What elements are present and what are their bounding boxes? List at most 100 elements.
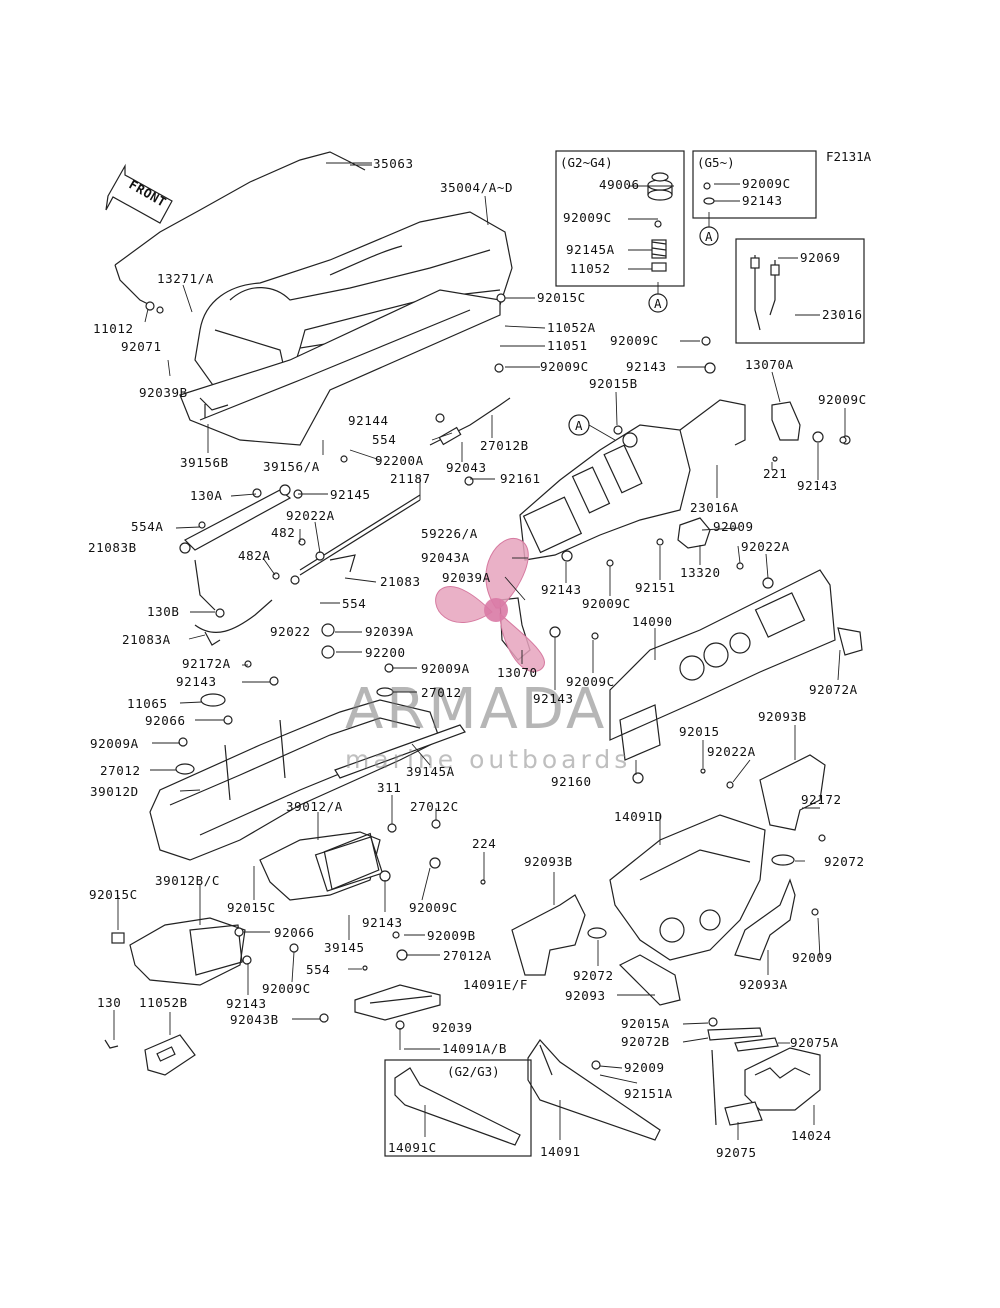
rod-21187 xyxy=(299,494,421,576)
label-14091C: 14091C xyxy=(388,1140,437,1155)
linkage-21083B xyxy=(179,484,292,611)
callout-a-main-text: A xyxy=(575,418,583,433)
label-92009C-1: 92009C xyxy=(610,333,659,348)
plate-92093B-right xyxy=(759,754,826,831)
label-92172A: 92172A xyxy=(182,656,231,671)
label-92015B: 92015B xyxy=(589,376,638,391)
switch-13320 xyxy=(677,517,711,549)
label-92009A-1: 92009A xyxy=(421,661,470,676)
battery-14024 xyxy=(744,1047,821,1111)
label-92022: 92022 xyxy=(270,624,311,639)
label-14091: 14091 xyxy=(540,1144,581,1159)
linkage-21083A xyxy=(194,599,273,646)
label-92143-box2: 92143 xyxy=(742,193,783,208)
bracket-13070A xyxy=(771,401,801,441)
label-14090: 14090 xyxy=(632,614,673,629)
label-92093B-1: 92093B xyxy=(758,709,807,724)
label-27012-2: 27012 xyxy=(100,763,141,778)
bracket-14091 xyxy=(527,1039,661,1141)
bracket-14091C xyxy=(394,1067,521,1146)
label-92039: 92039 xyxy=(432,1020,473,1035)
label-92145: 92145 xyxy=(330,487,371,502)
label-21083A: 21083A xyxy=(122,632,171,647)
label-92143-6: 92143 xyxy=(362,915,403,930)
g2g3-title: (G2/G3) xyxy=(447,1064,500,1079)
label-92143-5: 92143 xyxy=(533,691,574,706)
label-92144: 92144 xyxy=(348,413,389,428)
label-21187: 21187 xyxy=(390,471,431,486)
label-92022A-1: 92022A xyxy=(286,508,335,523)
label-39012A: 39012/A xyxy=(286,799,343,814)
label-554A: 554A xyxy=(131,519,164,534)
g2-g3-box xyxy=(384,1059,532,1157)
label-35063: 35063 xyxy=(373,156,414,171)
label-92069: 92069 xyxy=(800,250,841,265)
box-39012A xyxy=(259,831,384,901)
label-13070A: 13070A xyxy=(745,357,794,372)
label-92015C-2: 92015C xyxy=(89,887,138,902)
label-39156: 39156/A xyxy=(263,459,320,474)
label-92072-2: 92072 xyxy=(573,968,614,983)
g2-g4-box xyxy=(555,150,685,287)
label-27012A: 27012A xyxy=(443,948,492,963)
label-92075A: 92075A xyxy=(790,1035,839,1050)
label-554-c: 554 xyxy=(306,962,330,977)
armada-watermark: ARMADA marine outboards xyxy=(345,537,627,774)
label-92172: 92172 xyxy=(801,792,842,807)
label-92039B: 92039B xyxy=(139,385,188,400)
label-92009-3: 92009 xyxy=(624,1060,665,1075)
label-482A: 482A xyxy=(238,548,271,563)
label-130: 130 xyxy=(97,995,121,1010)
label-92143-1: 92143 xyxy=(176,674,217,689)
label-130B: 130B xyxy=(147,604,180,619)
label-130A: 130A xyxy=(190,488,223,503)
label-92066-2: 92066 xyxy=(274,925,315,940)
label-482: 482 xyxy=(271,525,295,540)
dash-panel-59226 xyxy=(519,399,746,561)
label-92009C-3: 92009C xyxy=(818,392,867,407)
label-92200A: 92200A xyxy=(375,453,424,468)
hinge-bar-39156B xyxy=(199,397,229,418)
label-59226: 59226/A xyxy=(421,526,478,541)
label-92143-2: 92143 xyxy=(626,359,667,374)
label-92009C-6: 92009C xyxy=(409,900,458,915)
label-23016: 23016 xyxy=(822,307,863,322)
label-92009C-box1: 92009C xyxy=(563,210,612,225)
label-92043: 92043 xyxy=(446,460,487,475)
cable-27012B xyxy=(429,397,511,446)
callout-a-g5-text: A xyxy=(705,229,713,244)
label-14091D: 14091D xyxy=(614,809,663,824)
figure-code: F2131A xyxy=(826,149,872,164)
label-13320: 13320 xyxy=(680,565,721,580)
label-92143-7: 92143 xyxy=(226,996,267,1011)
label-92022A-3: 92022A xyxy=(707,744,756,759)
cable-35063 xyxy=(114,151,372,306)
label-92009C-7: 92009C xyxy=(262,981,311,996)
label-39012BC: 39012B/C xyxy=(155,873,220,888)
label-92039A-2: 92039A xyxy=(442,570,491,585)
label-92043A: 92043A xyxy=(421,550,470,565)
label-13070: 13070 xyxy=(497,665,538,680)
console-14090 xyxy=(609,569,863,761)
label-92009C-2: 92009C xyxy=(540,359,589,374)
label-92066: 92066 xyxy=(145,713,186,728)
leader-lines xyxy=(113,162,846,1140)
label-92093B-2: 92093B xyxy=(524,854,573,869)
grommet-49006 xyxy=(647,172,673,201)
label-11065: 11065 xyxy=(127,696,168,711)
label-21083B: 21083B xyxy=(88,540,137,555)
label-92009: 92009 xyxy=(713,519,754,534)
label-27012: 27012 xyxy=(421,685,462,700)
bracket-14091AB xyxy=(354,984,441,1021)
plate-92093A xyxy=(734,878,796,961)
label-11052B: 11052B xyxy=(139,995,188,1010)
label-11052: 11052 xyxy=(570,261,611,276)
label-92072A: 92072A xyxy=(809,682,858,697)
label-11051: 11051 xyxy=(547,338,588,353)
g5-title: (G5~) xyxy=(697,155,735,170)
label-92009C-4: 92009C xyxy=(582,596,631,611)
label-92075: 92075 xyxy=(716,1145,757,1160)
plate-92093 xyxy=(618,954,681,1006)
label-92043B: 92043B xyxy=(230,1012,279,1027)
